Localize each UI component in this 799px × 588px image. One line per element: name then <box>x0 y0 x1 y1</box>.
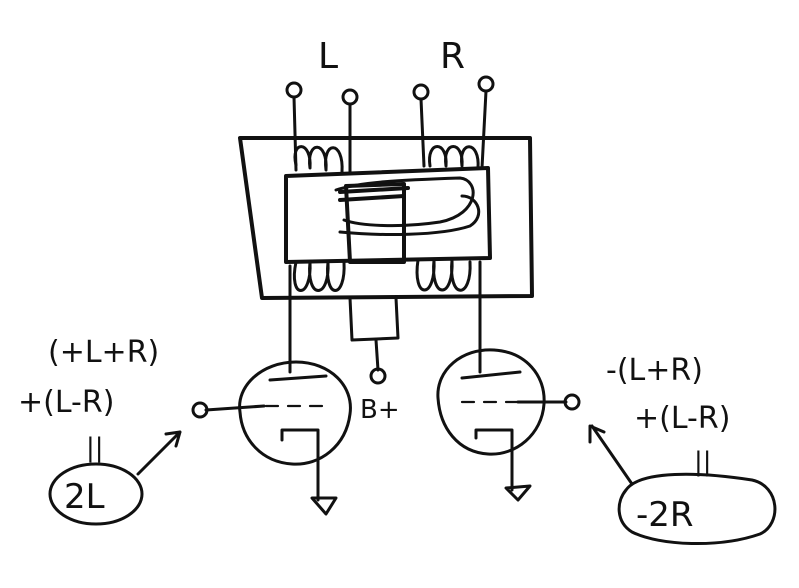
tube-right-cathode <box>474 428 514 492</box>
right-result: -2R <box>636 495 694 535</box>
coil-right-secondary <box>428 145 480 170</box>
coil-right-primary <box>415 258 472 292</box>
tube-left-envelope <box>238 360 352 466</box>
left-sum-line-1: (+L+R) <box>48 335 159 370</box>
left-result-bubble <box>48 462 144 526</box>
label-left-channel: L <box>318 36 338 77</box>
core-window <box>284 166 492 264</box>
tube-left-plate <box>268 374 328 382</box>
terminal-r-2 <box>477 75 495 93</box>
tube-left-cathode <box>280 428 320 502</box>
coil-left-secondary <box>293 145 344 174</box>
link-winding-2 <box>338 194 481 236</box>
core-center-limb <box>344 182 406 264</box>
center-tap-lead <box>374 338 380 372</box>
right-arrow <box>588 424 634 486</box>
coil-left-primary <box>292 260 346 292</box>
terminal-l-1 <box>285 81 303 99</box>
terminal-b-plus <box>369 367 387 385</box>
tube-left-ground <box>310 496 338 516</box>
lead-r-2 <box>480 89 488 170</box>
left-equals: || <box>86 433 104 463</box>
terminal-l-2 <box>341 88 359 106</box>
core-outer <box>238 136 534 300</box>
terminal-r-1 <box>412 83 430 101</box>
label-supply: B+ <box>360 395 400 425</box>
link-winding-1 <box>334 176 475 228</box>
left-sum-line-2: +(L-R) <box>18 385 114 420</box>
terminal-left-input <box>191 401 209 419</box>
tube-left-grid-lead <box>204 404 266 412</box>
right-sum-line-1: -(L+R) <box>606 353 703 388</box>
terminal-right-input <box>563 393 581 411</box>
output-terminals <box>285 75 495 106</box>
lead-r-1 <box>419 97 426 168</box>
right-equals: || <box>694 447 712 477</box>
left-result: 2L <box>64 477 105 517</box>
right-sum-line-2: +(L-R) <box>634 401 730 436</box>
tube-right-ground <box>504 484 532 502</box>
center-tap-block <box>348 296 400 342</box>
transformer-core <box>238 136 534 300</box>
secondary-windings <box>292 89 488 236</box>
left-arrow <box>136 430 182 476</box>
tube-left <box>191 360 352 516</box>
core-lamination-marks <box>338 186 410 202</box>
tube-right-envelope <box>436 348 546 456</box>
tube-right <box>436 348 581 502</box>
label-right-channel: R <box>440 36 465 77</box>
primary-windings <box>288 258 482 385</box>
tube-right-plate <box>460 370 522 380</box>
right-result-bubble <box>617 472 777 545</box>
